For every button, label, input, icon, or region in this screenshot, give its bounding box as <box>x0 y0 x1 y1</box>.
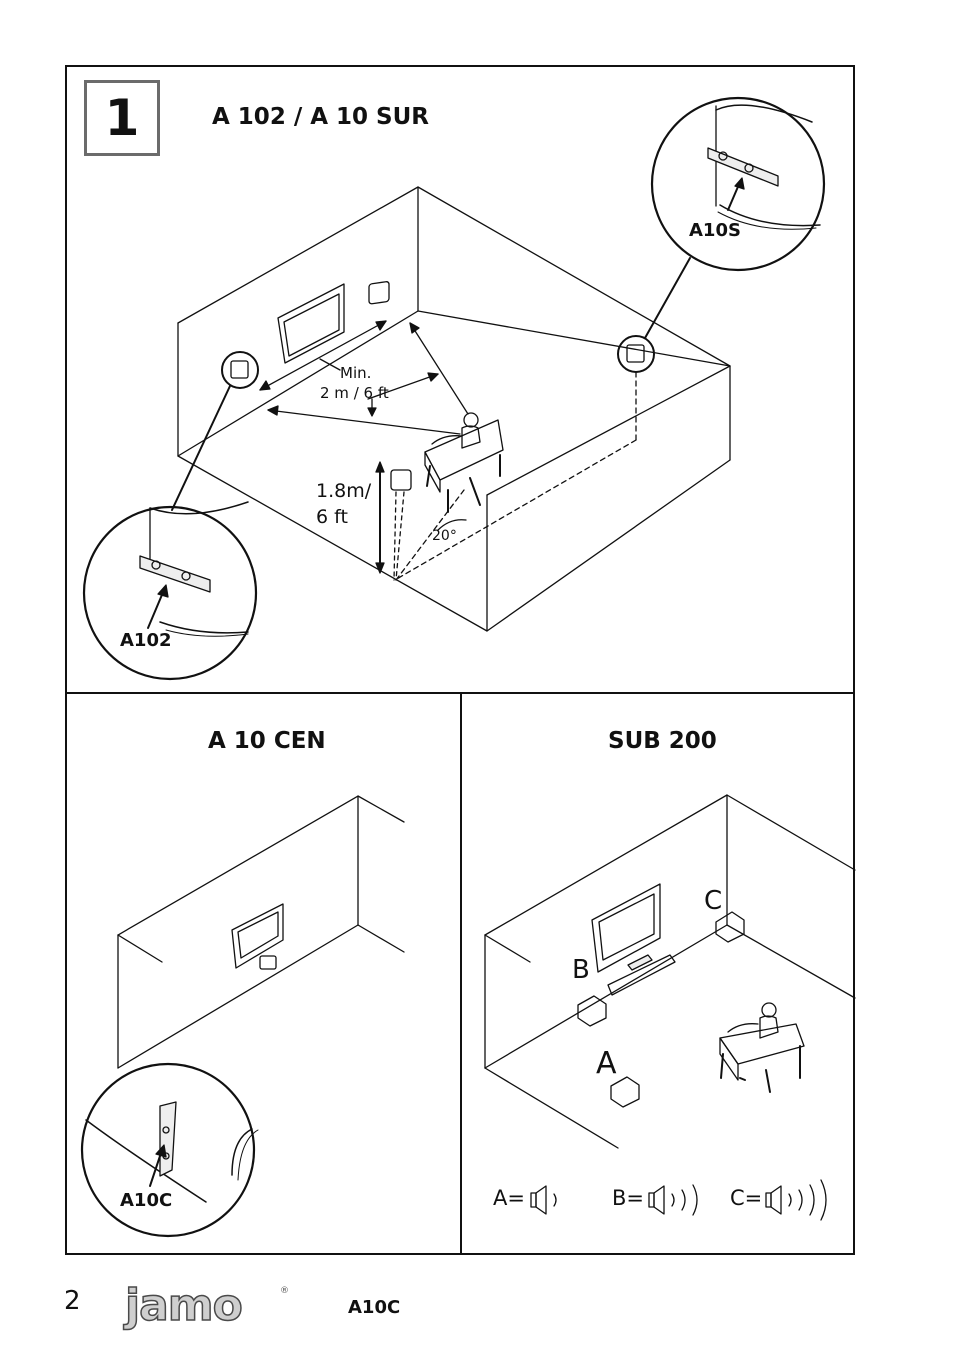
tv-icon <box>277 283 345 364</box>
room-outline-top <box>177 186 731 632</box>
height-indicator <box>375 461 467 581</box>
left-surround-speaker-icon <box>221 351 259 389</box>
sub-position-b <box>577 995 607 1027</box>
height-label-line2: 6 ft <box>316 506 348 528</box>
registered-mark: ® <box>280 1286 289 1296</box>
legend-b-label: B= <box>612 1186 645 1210</box>
front-speaker-icon <box>368 281 390 305</box>
sub-position-a <box>610 1076 640 1108</box>
callout-a10s-label: A10S <box>689 220 741 241</box>
panel-bottom-right-title: SUB 200 <box>608 728 717 754</box>
right-surround-speaker-icon <box>394 335 655 581</box>
position-c-label: C <box>704 886 723 916</box>
callout-a10s <box>650 96 826 272</box>
footer-model: A10C <box>348 1297 401 1318</box>
callout-a102-label: A102 <box>120 630 172 651</box>
panel-bottom-left-title: A 10 CEN <box>208 728 326 754</box>
legend-speaker-b-icon <box>648 1184 698 1216</box>
distance-arrows <box>259 320 469 435</box>
distance-min-label: Min. <box>340 364 372 382</box>
position-a-label: A <box>596 1046 617 1081</box>
brand-logo: jamo <box>124 1279 243 1332</box>
step-number-box: 1 <box>84 80 160 156</box>
page-number: 2 <box>64 1286 81 1316</box>
legend-a-label: A= <box>493 1186 525 1210</box>
callout-a10c <box>80 1062 259 1238</box>
room-outline-sub <box>484 794 856 1149</box>
sub-position-c <box>715 911 745 943</box>
listener-icon <box>424 412 504 513</box>
tv-sub-icon <box>591 883 676 996</box>
callout-a102 <box>82 501 258 681</box>
position-b-label: B <box>572 955 590 985</box>
room-outline-center <box>117 795 405 1069</box>
angle-label: 20° <box>432 528 457 544</box>
height-label-line1: 1.8m/ <box>316 480 372 502</box>
tv-center-icon <box>231 903 284 970</box>
legend-speaker-c-icon <box>765 1179 827 1221</box>
panel-divider-vertical <box>460 692 462 1255</box>
panel-top-title: A 102 / A 10 SUR <box>212 104 430 130</box>
legend-c-label: C= <box>730 1186 763 1210</box>
distance-value-label: 2 m / 6 ft <box>320 384 389 402</box>
listener-sub-icon <box>719 1002 805 1093</box>
callout-a10c-label: A10C <box>120 1190 173 1211</box>
legend-speaker-a-icon <box>530 1185 557 1215</box>
